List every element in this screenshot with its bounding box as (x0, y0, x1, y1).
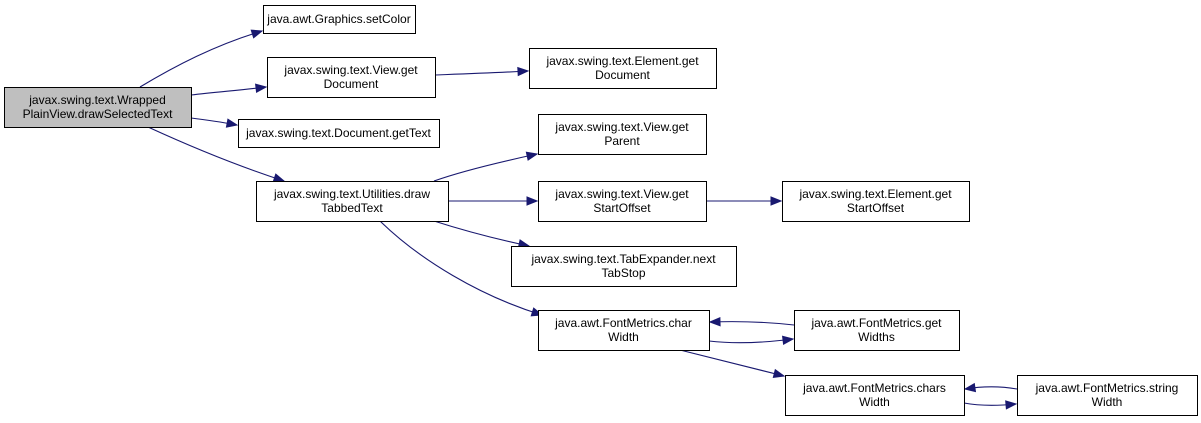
edge-arrowhead (772, 368, 786, 379)
node-label-line: Parent (604, 134, 640, 148)
node-label-line: PlainView.drawSelectedText (23, 107, 174, 121)
node-label-line: Widths (858, 330, 895, 344)
node-box (511, 246, 737, 287)
node-box (238, 119, 440, 148)
edge-charWidth-to-getWidths (708, 335, 795, 345)
node-box (256, 181, 449, 222)
edge-arrowhead (770, 196, 783, 206)
node-label-line: StartOffset (593, 201, 651, 215)
node-label-line: javax.swing.text.Wrapped (28, 93, 166, 107)
edge-line (139, 30, 263, 88)
edge-drawTabbedText-to-viewGetParent (433, 151, 539, 182)
node-label-line: javax.swing.text.View.get (554, 187, 689, 201)
node-label-line: java.awt.FontMetrics.chars (802, 381, 946, 395)
edge-line (379, 220, 543, 316)
edge-root-to-viewGetDocument (190, 83, 268, 96)
node-label-line: Width (1092, 395, 1123, 409)
edge-line (433, 220, 530, 247)
node-box (785, 375, 965, 416)
node-label-line: java.awt.FontMetrics.string (1035, 381, 1179, 395)
node-label-line: javax.swing.text.View.get (283, 63, 418, 77)
edge-arrowhead (526, 196, 539, 206)
node-label-line: TabbedText (321, 201, 383, 215)
node-label-line: javax.swing.text.View.get (554, 120, 689, 134)
node-documentGetText[interactable]: javax.swing.text.Document.getText (238, 119, 440, 148)
node-box (538, 181, 707, 222)
edge-arrowhead (272, 173, 286, 183)
node-label-line: Document (324, 77, 379, 91)
edge-root-to-documentGetText (190, 117, 239, 128)
edge-line (679, 349, 785, 377)
node-label-line: StartOffset (847, 201, 905, 215)
node-label-line: javax.swing.text.Element.get (798, 187, 952, 201)
node-root[interactable]: javax.swing.text.WrappedPlainView.drawSe… (4, 87, 192, 128)
edge-line (433, 153, 538, 182)
node-box (782, 181, 970, 222)
edge-line (709, 321, 795, 326)
edge-arrowhead (1005, 400, 1018, 410)
node-setColor[interactable]: java.awt.Graphics.setColor (263, 5, 416, 34)
node-label-line: Width (859, 395, 890, 409)
edge-root-to-setColor (139, 29, 264, 88)
edge-line (434, 70, 529, 76)
node-label-line: javax.swing.text.Element.get (545, 54, 699, 68)
node-box (529, 48, 717, 89)
node-drawTabbedText[interactable]: javax.swing.text.Utilities.drawTabbedTex… (256, 181, 449, 222)
node-box (1017, 375, 1198, 416)
edge-arrowhead (525, 151, 539, 161)
edge-viewGetStartOffset-to-elementGetStartOffset (706, 196, 783, 206)
edge-getWidths-to-charWidth (708, 316, 795, 327)
node-label-line: TabStop (601, 266, 645, 280)
edge-line (147, 126, 285, 182)
node-box (4, 87, 192, 128)
edge-arrowhead (708, 316, 721, 327)
node-box (263, 5, 416, 34)
node-label-line: javax.swing.text.Document.getText (245, 126, 431, 140)
edge-drawTabbedText-to-nextTabStop (433, 220, 531, 249)
edge-charWidth-to-charsWidth (679, 349, 786, 379)
edge-arrowhead (517, 66, 530, 77)
node-box (538, 310, 710, 351)
node-label-line: java.awt.Graphics.setColor (266, 12, 410, 26)
node-label-line: javax.swing.text.TabExpander.next (530, 252, 716, 266)
edge-charsWidth-to-stringWidth (963, 400, 1018, 410)
node-label-line: Width (608, 330, 639, 344)
node-box (538, 114, 707, 155)
edge-arrowhead (255, 83, 268, 93)
node-label-line: javax.swing.text.Utilities.draw (273, 187, 430, 201)
node-box (267, 57, 436, 98)
node-label-line: java.awt.FontMetrics.char (554, 316, 692, 330)
edge-viewGetDocument-to-elementGetDocument (434, 66, 530, 77)
edge-line (190, 86, 267, 96)
node-label-line: java.awt.FontMetrics.get (810, 316, 942, 330)
node-label-line: Document (595, 68, 650, 82)
edge-drawTabbedText-to-viewGetStartOffset (448, 196, 539, 206)
edge-arrowhead (225, 118, 239, 128)
edge-arrowhead (963, 382, 977, 393)
node-box (794, 310, 960, 351)
edge-stringWidth-to-charsWidth (963, 382, 1018, 393)
edge-line (708, 338, 794, 344)
edge-arrowhead (782, 335, 795, 345)
edge-arrowhead (250, 29, 264, 39)
